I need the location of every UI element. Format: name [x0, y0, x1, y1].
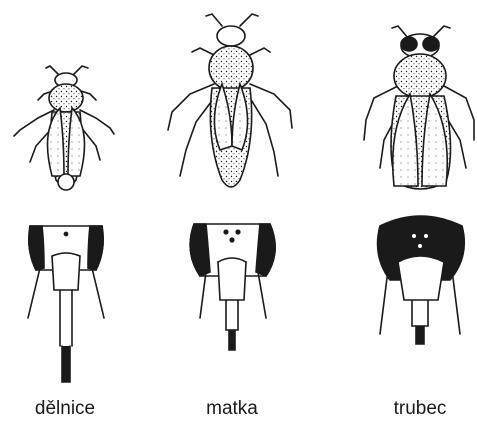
caption-worker: dělnice	[5, 398, 125, 420]
queen-head	[190, 224, 275, 350]
caption-queen: matka	[172, 398, 292, 420]
drone-head	[378, 216, 465, 344]
worker-body	[14, 66, 114, 190]
drone-body	[364, 26, 474, 189]
queen-body	[168, 14, 292, 187]
caption-drone: trubec	[360, 398, 477, 420]
worker-head	[28, 226, 104, 382]
